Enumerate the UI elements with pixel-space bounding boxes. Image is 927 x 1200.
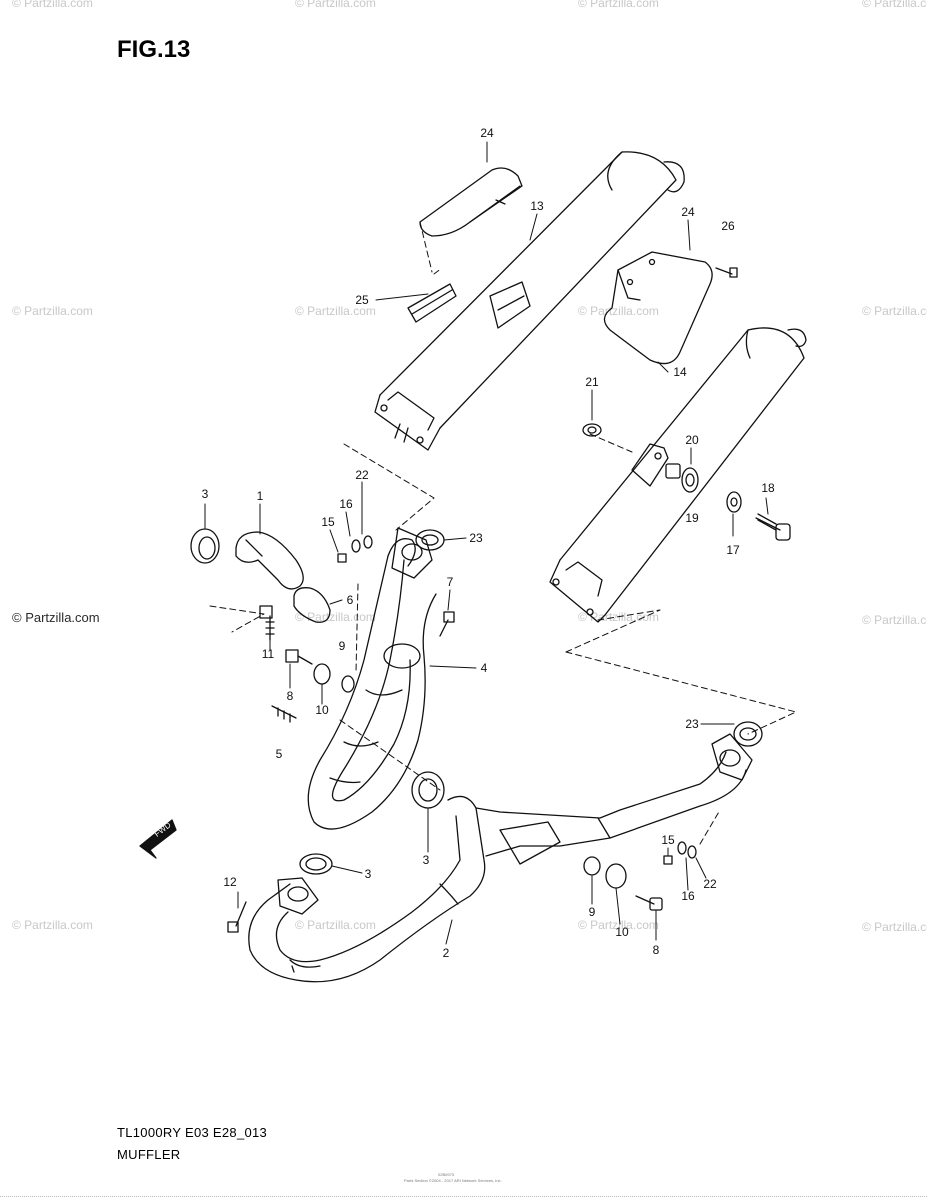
callout-23: 23 [685,717,699,731]
bolt-8-right [583,856,663,911]
watermark: © Partzilla.com [12,0,93,10]
callout-14: 14 [673,365,687,379]
callout-17: 17 [726,543,740,557]
figure-code: TL1000RY E03 E28_013 [117,1125,268,1140]
leader-lines [204,141,769,945]
callout-15: 15 [661,833,675,847]
callout-18: 18 [761,481,775,495]
watermark: © Partzilla.com [862,0,927,10]
callout-10: 10 [615,925,629,939]
figure-name: MUFFLER [117,1147,181,1162]
callout-21: 21 [585,375,599,389]
callout-3: 3 [422,853,430,867]
assembly-lines [209,221,797,845]
watermark: © Partzilla.com [578,918,659,932]
callout-5: 5 [275,747,283,761]
callout-1: 1 [256,489,264,503]
callout-12: 12 [223,875,237,889]
callout-16: 16 [339,497,353,511]
callout-15: 15 [321,515,335,529]
watermark: © Partzilla.com [862,920,927,934]
mounting-bracket [582,423,791,541]
forward-arrow [139,819,177,859]
callout-19: 19 [685,511,699,525]
heat-shield-upper [419,167,523,237]
callout-20: 20 [685,433,699,447]
muffler-guard [603,251,713,365]
callout-22: 22 [703,877,717,891]
muffler-upper-right [374,151,685,451]
callout-10: 10 [315,703,329,717]
watermark: © Partzilla.com [295,0,376,10]
callout-16: 16 [681,889,695,903]
callout-3: 3 [364,867,372,881]
exhaust-pipe-4 [307,538,437,830]
callout-11: 11 [261,647,275,661]
gasket-lower [277,853,333,915]
callout-22: 22 [355,468,369,482]
watermark: © Partzilla.com [12,918,93,932]
flange-gasket-23 [391,527,445,579]
watermark: © Partzilla.com [862,613,927,627]
watermark: © Partzilla.com [295,918,376,932]
springs-upper [337,535,373,563]
callout-6: 6 [346,593,354,607]
gasket [190,528,220,564]
watermark: © Partzilla.com [12,610,100,625]
exhaust-pipe-2 [248,751,747,983]
muffler-bracket [489,281,531,329]
bolt-12 [227,901,247,933]
callout-13: 13 [530,199,544,213]
watermark: © Partzilla.com [578,0,659,10]
watermark: © Partzilla.com [862,304,927,318]
flange-gasket-23-lower [711,721,763,781]
divider [0,1196,927,1197]
callout-24: 24 [480,126,494,140]
callout-7: 7 [446,575,454,589]
bolt-5 [271,705,297,723]
exhaust-pipe-1 [235,531,304,590]
bolt-7 [439,611,455,637]
callout-9: 9 [588,905,596,919]
callout-25: 25 [355,293,369,307]
callout-2: 2 [442,946,450,960]
fine-print: 02B0973 [438,1172,455,1177]
callout-24: 24 [681,205,695,219]
watermark: © Partzilla.com [295,304,376,318]
muffler-lower-right [549,327,807,623]
figure-title: FIG.13 [117,36,191,63]
callout-4: 4 [480,661,488,675]
callout-8: 8 [286,689,294,703]
callout-3: 3 [201,487,209,501]
callout-8: 8 [652,943,660,957]
callout-23: 23 [469,531,483,545]
bolt-11 [259,605,275,641]
connector-pipe [293,587,331,623]
callout-9: 9 [338,639,346,653]
watermark: © Partzilla.com [12,304,93,318]
protector [407,283,457,323]
fine-print: Parts Section ©2004 - 2017 ARI Network S… [404,1178,502,1183]
bolt-8-left [285,649,355,693]
callout-26: 26 [721,219,735,233]
watermark: © Partzilla.com [295,610,376,624]
watermark: © Partzilla.com [578,304,659,318]
bolt-26 [715,267,738,278]
